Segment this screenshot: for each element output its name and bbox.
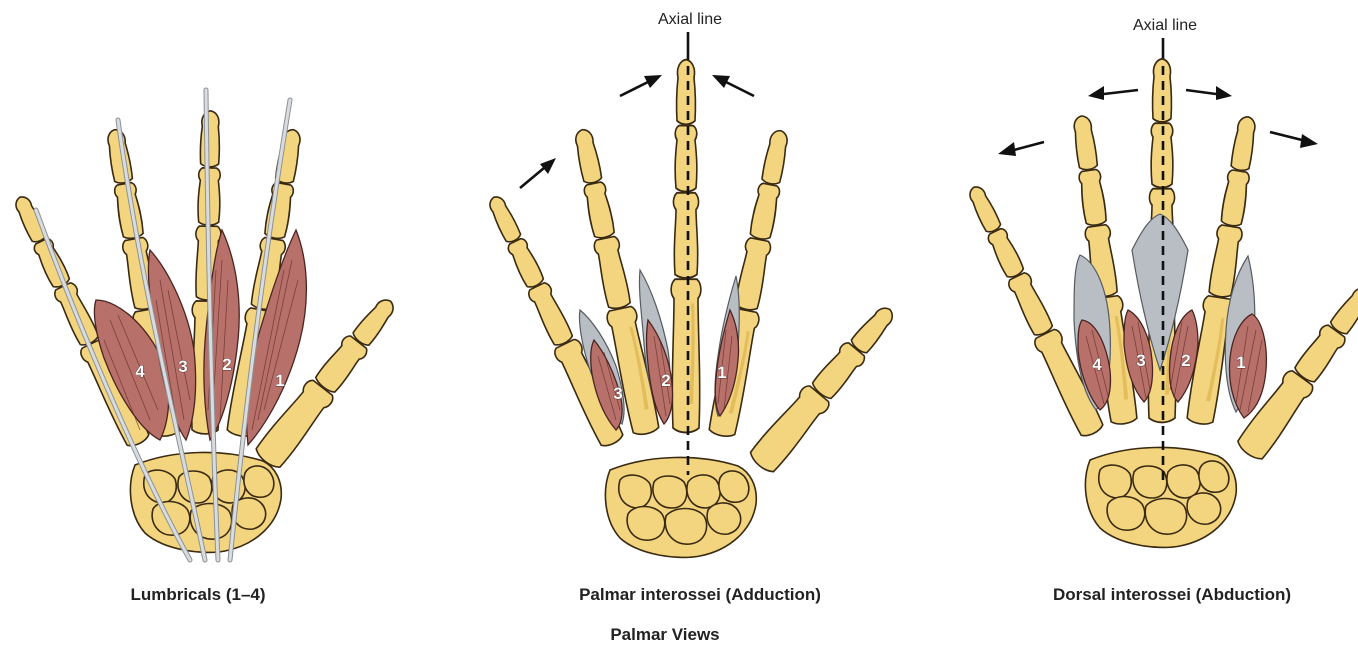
axial-line-label: Axial line (658, 11, 722, 28)
hand-skeleton-2 (481, 60, 902, 558)
figure-caption: Palmar Views (610, 625, 719, 644)
panel-caption-dorsal-interossei: Dorsal interossei (Abduction) (1053, 585, 1291, 604)
muscle-number: 2 (661, 371, 670, 390)
adduction-arrows (520, 75, 754, 188)
muscle-number: 4 (135, 362, 145, 381)
muscle-number: 1 (1236, 353, 1245, 372)
muscle-number: 3 (1136, 351, 1145, 370)
dorsal-interossei-panel: Axial line (961, 17, 1358, 604)
axial-line-label: Axial line (1133, 17, 1197, 34)
muscle-number: 3 (613, 384, 622, 403)
palmar-interossei-panel: Axial line (481, 11, 902, 604)
lumbricals-panel: 4 3 2 1 Lumbricals (1–4) (7, 90, 403, 604)
muscle-number: 3 (178, 357, 187, 376)
muscle-number: 4 (1092, 355, 1102, 374)
muscle-number: 1 (717, 363, 726, 382)
muscle-number: 2 (222, 355, 231, 374)
palmar-interossei-muscles (579, 270, 739, 430)
muscle-number: 2 (1181, 351, 1190, 370)
muscle-number: 1 (275, 371, 284, 390)
panel-caption-palmar-interossei: Palmar interossei (Adduction) (579, 585, 821, 604)
panel-caption-lumbricals: Lumbricals (1–4) (130, 585, 265, 604)
